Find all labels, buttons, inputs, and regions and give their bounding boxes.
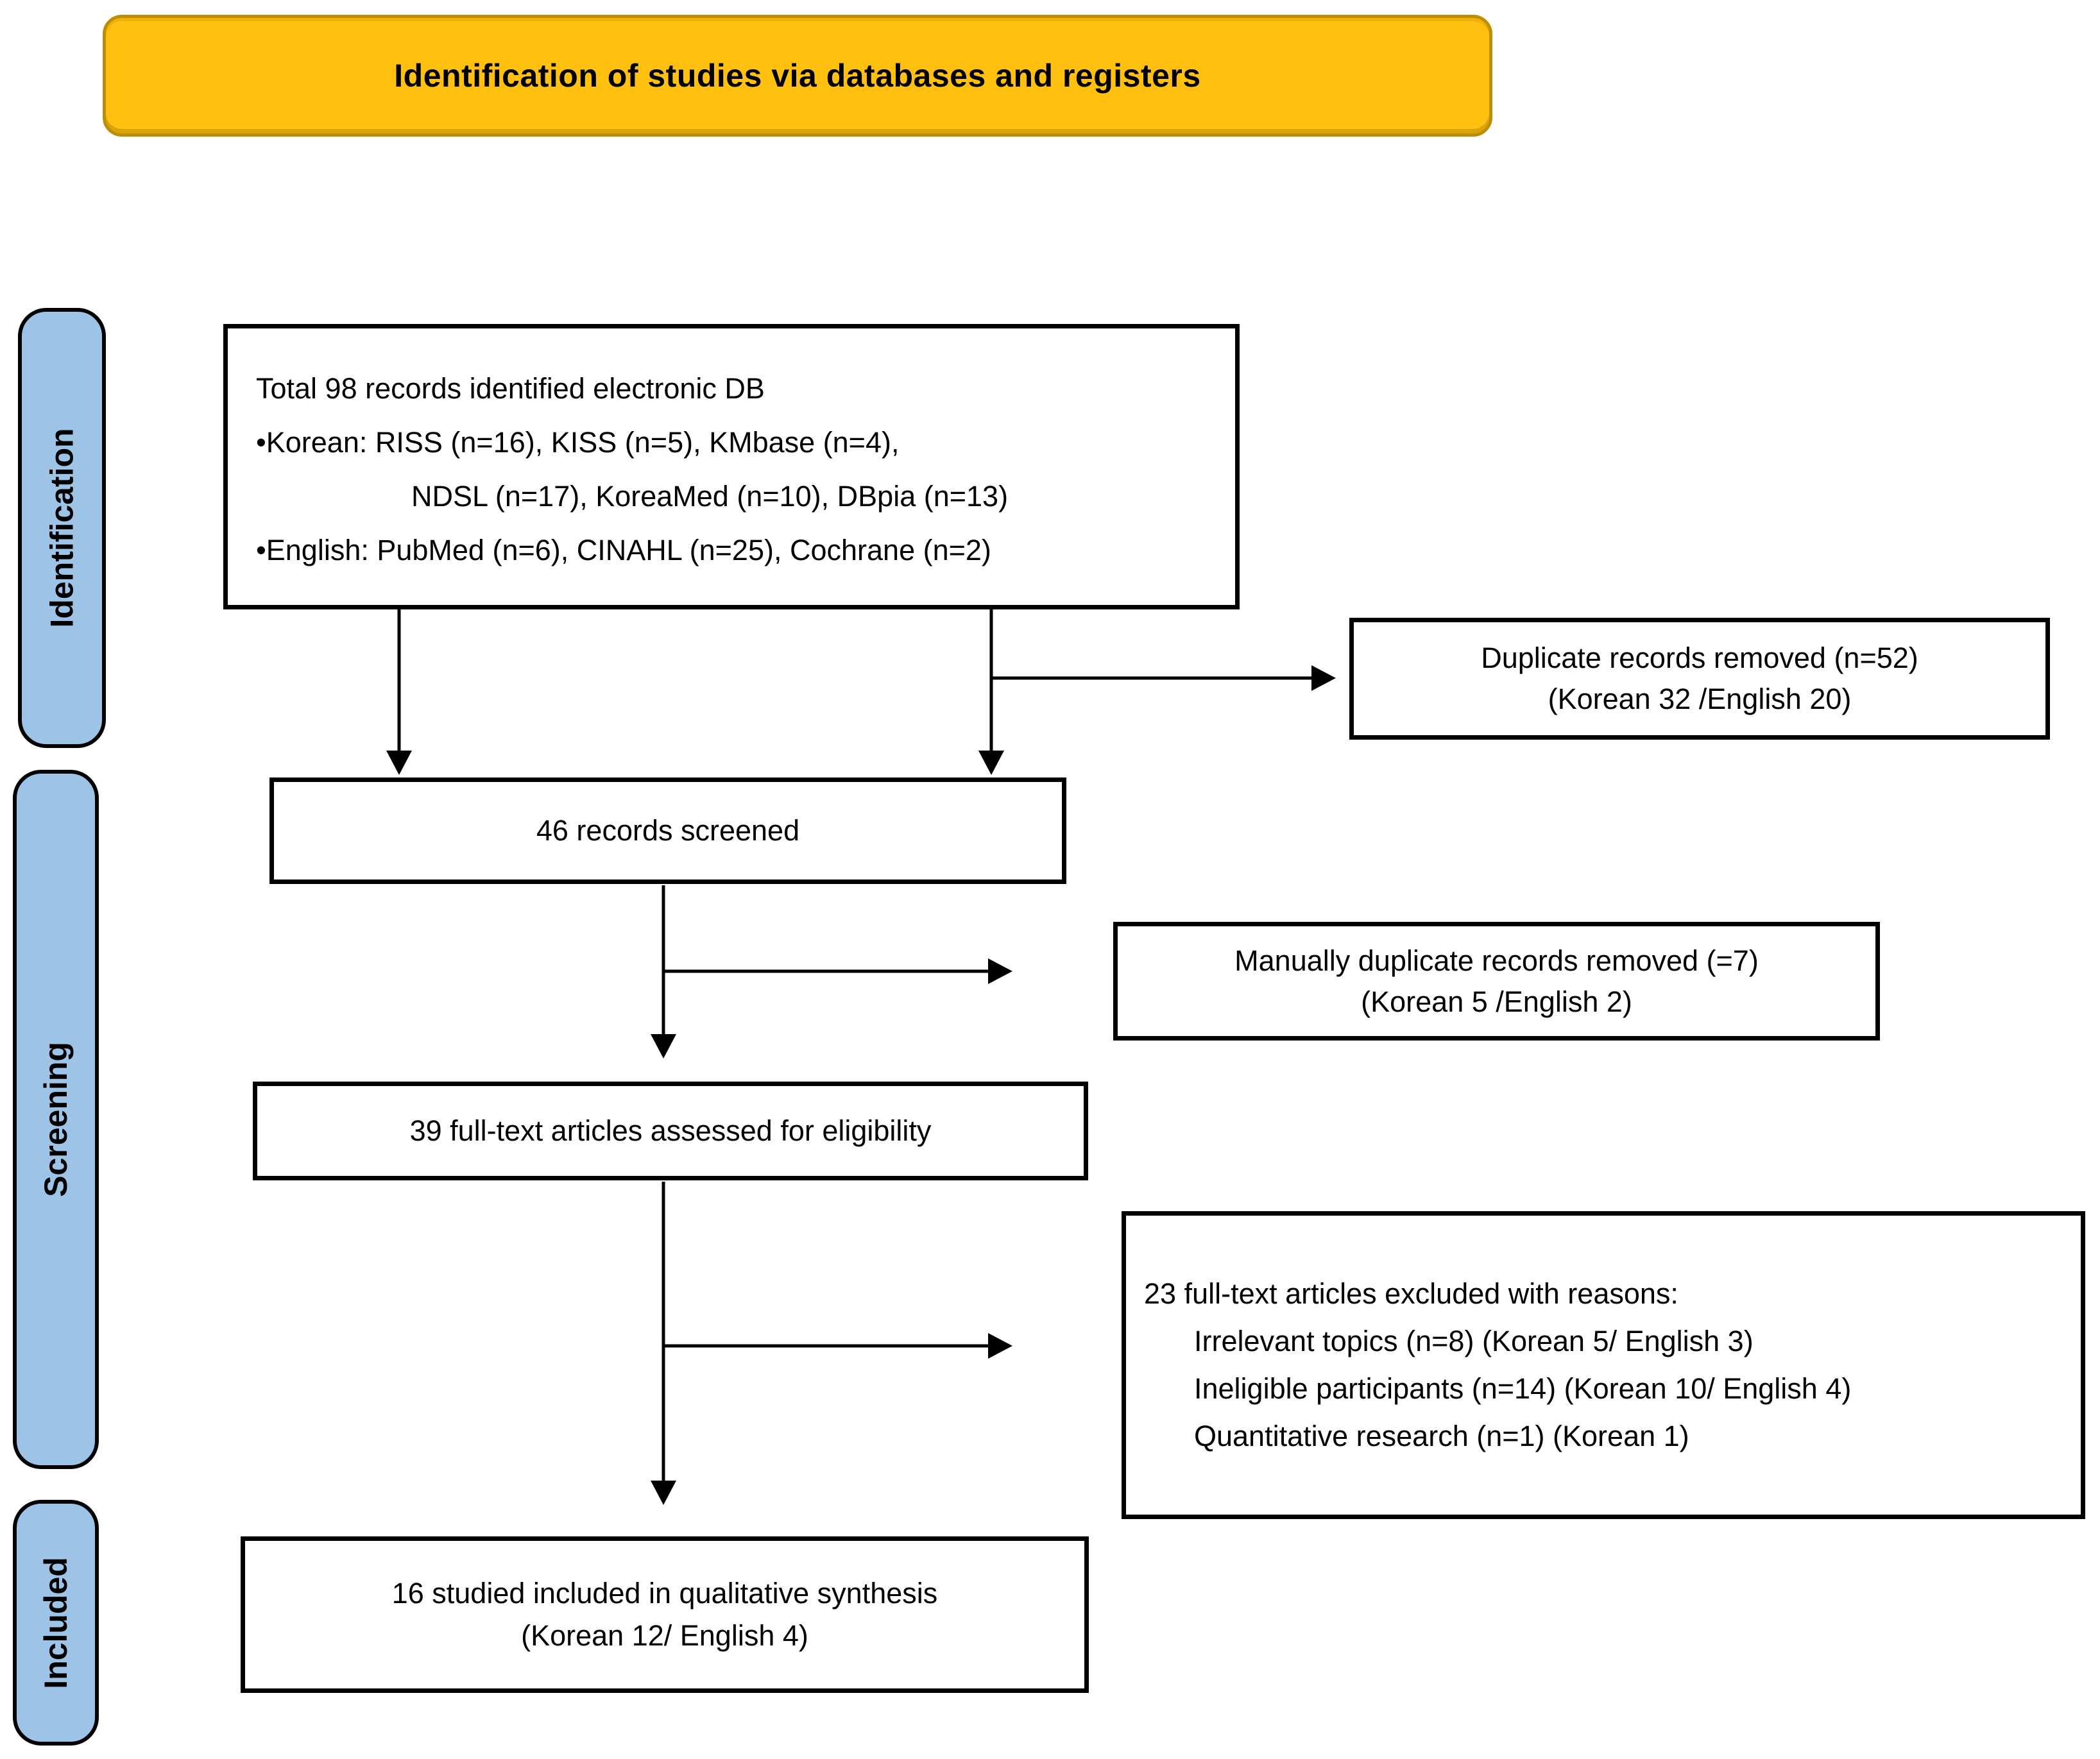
manual-duplicates-line1: Manually duplicate records removed (=7) — [1234, 944, 1759, 977]
arrow-to-excluded — [663, 1333, 1012, 1359]
excluded-reason-ineligible: Ineligible participants (n=14) (Korean 1… — [1194, 1372, 1852, 1405]
included-synthesis-line1: 16 studied included in qualitative synth… — [391, 1577, 938, 1610]
records-identified-total: Total 98 records identified electronic D… — [256, 372, 765, 405]
manual-duplicates-line2: (Korean 5 /English 2) — [1361, 985, 1632, 1018]
duplicates-removed-line2: (Korean 32 /English 20) — [1548, 683, 1852, 715]
excluded-reason-irrelevant: Irrelevant topics (n=8) (Korean 5/ Engli… — [1194, 1325, 1754, 1357]
included-synthesis-line2: (Korean 12/ English 4) — [521, 1619, 808, 1652]
duplicates-removed-line1: Duplicate records removed (n=52) — [1481, 642, 1918, 674]
stage-label-identification: Identification — [18, 308, 106, 748]
box-included-synthesis: 16 studied included in qualitative synth… — [241, 1536, 1089, 1693]
arrow-to-duplicates-removed — [991, 665, 1336, 691]
box-records-identified: Total 98 records identified electronic D… — [223, 324, 1240, 609]
box-fulltext-assessed: 39 full-text articles assessed for eligi… — [253, 1082, 1088, 1180]
records-identified-korean-cont: NDSL (n=17), KoreaMed (n=10), DBpia (n=1… — [411, 480, 1009, 513]
records-screened-text: 46 records screened — [536, 814, 800, 847]
arrow-screened-to-assessed — [651, 885, 676, 1058]
arrow-identified-to-screened-left — [386, 609, 412, 775]
arrow-assessed-to-included — [651, 1182, 676, 1505]
arrow-to-manual-duplicates — [663, 958, 1012, 984]
records-identified-english: •English: PubMed (n=6), CINAHL (n=25), C… — [256, 534, 991, 566]
box-duplicates-removed: Duplicate records removed (n=52) (Korean… — [1349, 618, 2050, 740]
diagram-title: Identification of studies via databases … — [394, 58, 1201, 94]
box-fulltext-excluded: 23 full-text articles excluded with reas… — [1122, 1211, 2085, 1519]
records-identified-korean: •Korean: RISS (n=16), KISS (n=5), KMbase… — [256, 426, 900, 459]
arrow-identified-to-screened-right — [978, 609, 1004, 775]
stage-label-included: Included — [13, 1500, 99, 1746]
fulltext-assessed-text: 39 full-text articles assessed for eligi… — [409, 1114, 932, 1147]
box-manual-duplicates-removed: Manually duplicate records removed (=7) … — [1113, 922, 1880, 1041]
excluded-title: 23 full-text articles excluded with reas… — [1144, 1277, 1678, 1310]
excluded-reason-quantitative: Quantitative research (n=1) (Korean 1) — [1194, 1420, 1689, 1452]
diagram-title-banner: Identification of studies via databases … — [103, 15, 1492, 137]
stage-label-screening: Screening — [13, 770, 99, 1469]
box-records-screened: 46 records screened — [269, 778, 1066, 884]
